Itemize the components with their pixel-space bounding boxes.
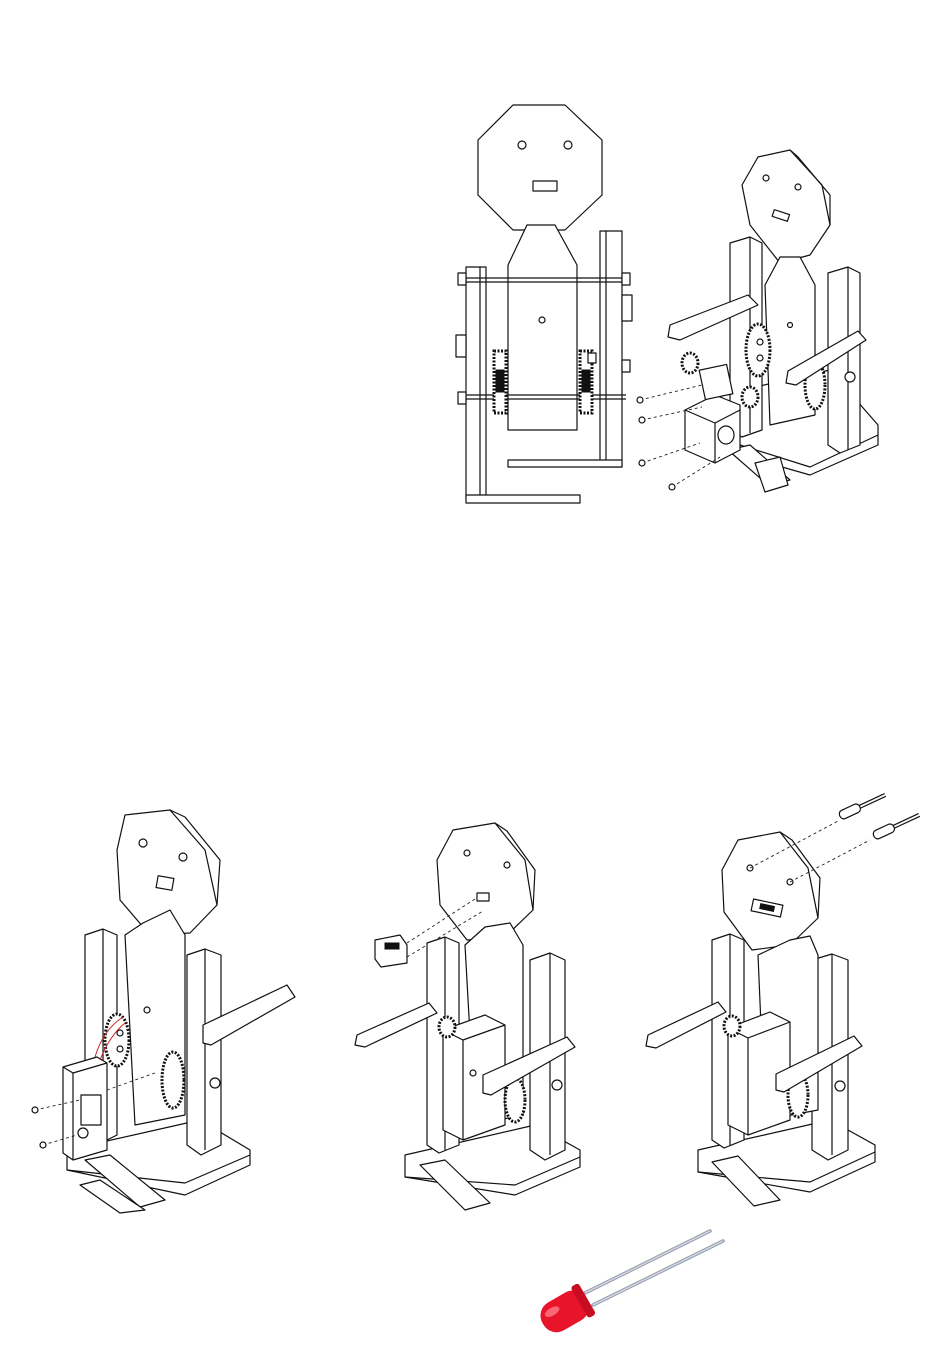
base-strip-left xyxy=(466,495,580,503)
nut xyxy=(552,1080,562,1090)
screw-4 xyxy=(669,484,675,490)
step-3-figure xyxy=(345,815,585,1215)
base-strip-right xyxy=(508,460,622,467)
nut xyxy=(210,1078,220,1088)
left-upright xyxy=(466,267,486,499)
front-view-figure xyxy=(440,95,640,510)
screw-1 xyxy=(637,397,643,403)
screw-3 xyxy=(639,460,645,466)
left-arm xyxy=(355,1003,437,1047)
step-1-figure xyxy=(630,145,890,505)
right-upright xyxy=(187,949,221,1155)
left-gear xyxy=(746,324,770,376)
right-upright xyxy=(600,231,622,467)
robot-head xyxy=(478,105,602,230)
switch xyxy=(375,935,407,967)
screw-1 xyxy=(32,1107,38,1113)
robot-head xyxy=(722,832,818,950)
nut xyxy=(845,372,855,382)
robot-head xyxy=(437,823,533,940)
led-1 xyxy=(838,791,887,820)
screw-2 xyxy=(639,417,645,423)
led-2 xyxy=(872,811,921,840)
step-4-figure xyxy=(640,790,930,1210)
right-gear xyxy=(162,1052,184,1108)
nut xyxy=(835,1081,845,1091)
screw-2 xyxy=(40,1142,46,1148)
red-led-image xyxy=(525,1225,730,1340)
step-2-figure xyxy=(25,805,310,1215)
